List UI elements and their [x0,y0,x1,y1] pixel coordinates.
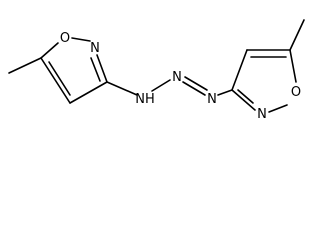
bond-left-n-c3-inner [90,57,101,82]
bond-right-n-c3 [231,89,256,111]
bond-right-o-n [268,104,288,113]
atom-left-nitrogen: N [90,41,100,56]
atom-left-oxygen: O [60,31,70,46]
bond-right-n-c3-inner [237,89,254,104]
bond-right-c5-o [289,49,297,83]
bond-right-c3-c4 [231,49,248,91]
atom-linker-nh: NH [135,92,155,107]
bond-left-n-c3 [96,54,108,83]
bond-c3-nh [106,81,138,96]
bond-left-methyl [8,57,42,74]
right-isoxazole-ring [231,19,305,113]
bond-left-o-n [71,37,91,42]
bond-n-n-double [182,81,206,96]
triazene-linker [106,76,233,96]
atom-right-oxygen: O [291,85,301,100]
chemical-structure-diagram: O N NH N N N O [8,19,305,122]
atom-linker-n-middle: N [172,70,182,85]
bond-n-n-double-inner [184,76,208,91]
bond-left-c4-c5 [40,57,71,104]
bond-nh-n [151,79,171,92]
atom-linker-n-right: N [207,92,217,107]
bond-n-c3-right [217,89,233,96]
bond-left-c5-o [40,42,59,59]
bond-left-c3-c4 [69,81,108,104]
bond-left-c4-c5-inner [48,61,71,96]
left-isoxazole-ring [8,37,108,104]
atom-right-nitrogen: N [257,107,267,122]
bond-right-methyl [289,19,305,51]
